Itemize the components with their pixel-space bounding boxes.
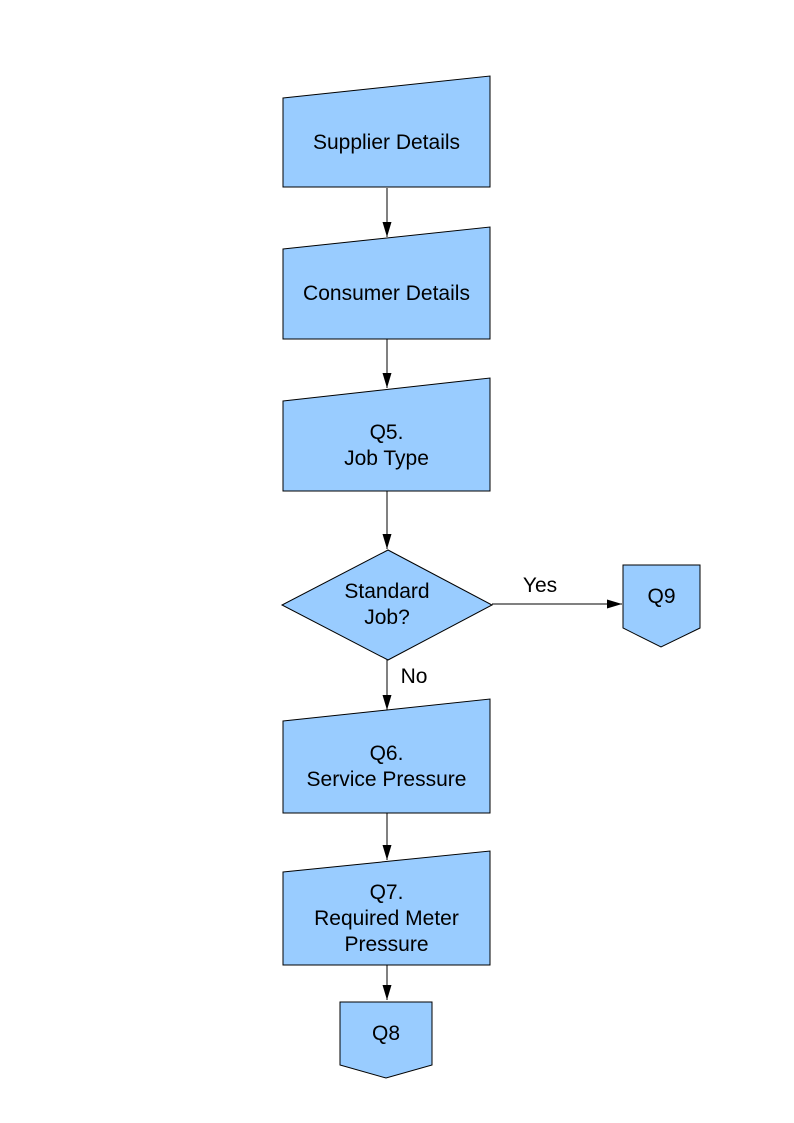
q5-job-type-shape (282, 377, 491, 492)
supplier-details-shape (282, 75, 491, 188)
standard-job-decision-shape (280, 549, 494, 661)
q9-label: Q9 (647, 584, 676, 608)
no-edge-label: No (400, 665, 428, 688)
q8-label: Q8 (371, 1021, 400, 1045)
q6-service-pressure-label: Q6. Service Pressure (306, 742, 467, 791)
yes-edge-label: Yes (522, 574, 558, 597)
standard-job-decision-label: Standard Job? (344, 580, 430, 629)
q5-job-type-label: Q5. Job Type (344, 421, 429, 470)
supplier-details-label: Supplier Details (312, 130, 461, 154)
q9-offpage-connector-shape (622, 564, 701, 648)
q7-required-meter-pressure-label: Q7. Required Meter Pressure (314, 880, 459, 956)
q6-service-pressure-shape (282, 698, 491, 814)
q8-offpage-connector-shape (339, 1001, 433, 1079)
consumer-details-label: Consumer Details (303, 282, 470, 305)
consumer-details-shape (282, 226, 491, 340)
q7-required-meter-pressure-shape (282, 850, 491, 966)
